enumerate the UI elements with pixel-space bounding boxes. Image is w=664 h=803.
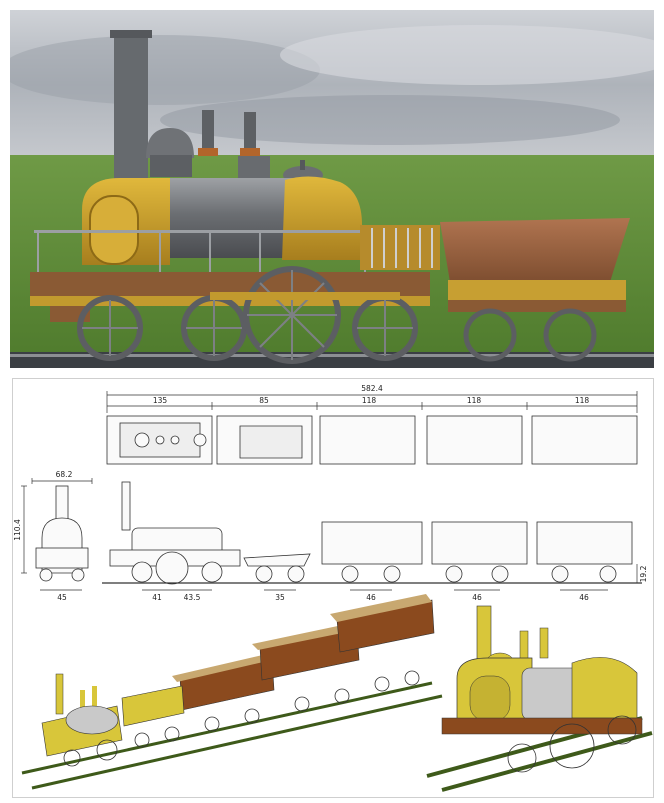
front-view	[35, 485, 89, 582]
dim-segment-4: 118	[467, 396, 482, 405]
top-view	[106, 415, 638, 465]
rail-height-label: 19.2	[639, 565, 648, 582]
dim-segment-1: 135	[153, 396, 168, 405]
front-base-label: 45	[57, 593, 67, 602]
train-perspective	[21, 594, 443, 790]
tender-tank	[440, 218, 630, 282]
wheel-spacing-6: 46	[579, 593, 589, 602]
wheel-spacing-2: 43.5	[184, 593, 201, 602]
front-width-label: 68.2	[56, 470, 73, 479]
locomotive-render	[10, 10, 654, 368]
wheel-spacing-3: 35	[275, 593, 285, 602]
safety-valve	[202, 110, 214, 152]
whistle-stack	[244, 112, 256, 152]
dim-segment-3: 118	[362, 396, 377, 405]
front-height-label: 110.4	[13, 519, 22, 541]
locomotive-closeup	[426, 605, 653, 792]
firebox	[282, 176, 362, 260]
steam-dome	[146, 128, 194, 158]
side-elevation	[109, 481, 633, 585]
technical-drawing: 582.4 135 85 118 118 118 68.2 110.4 45	[12, 378, 654, 798]
dim-segment-2: 85	[259, 396, 269, 405]
wheel-spacing-5: 46	[472, 593, 482, 602]
wheel-spacing-1: 41	[152, 593, 162, 602]
chimney	[114, 32, 148, 182]
dim-segment-5: 118	[575, 396, 590, 405]
wheel-spacing-4: 46	[366, 593, 376, 602]
overall-length-label: 582.4	[361, 384, 383, 393]
tender-wheels	[463, 308, 597, 362]
